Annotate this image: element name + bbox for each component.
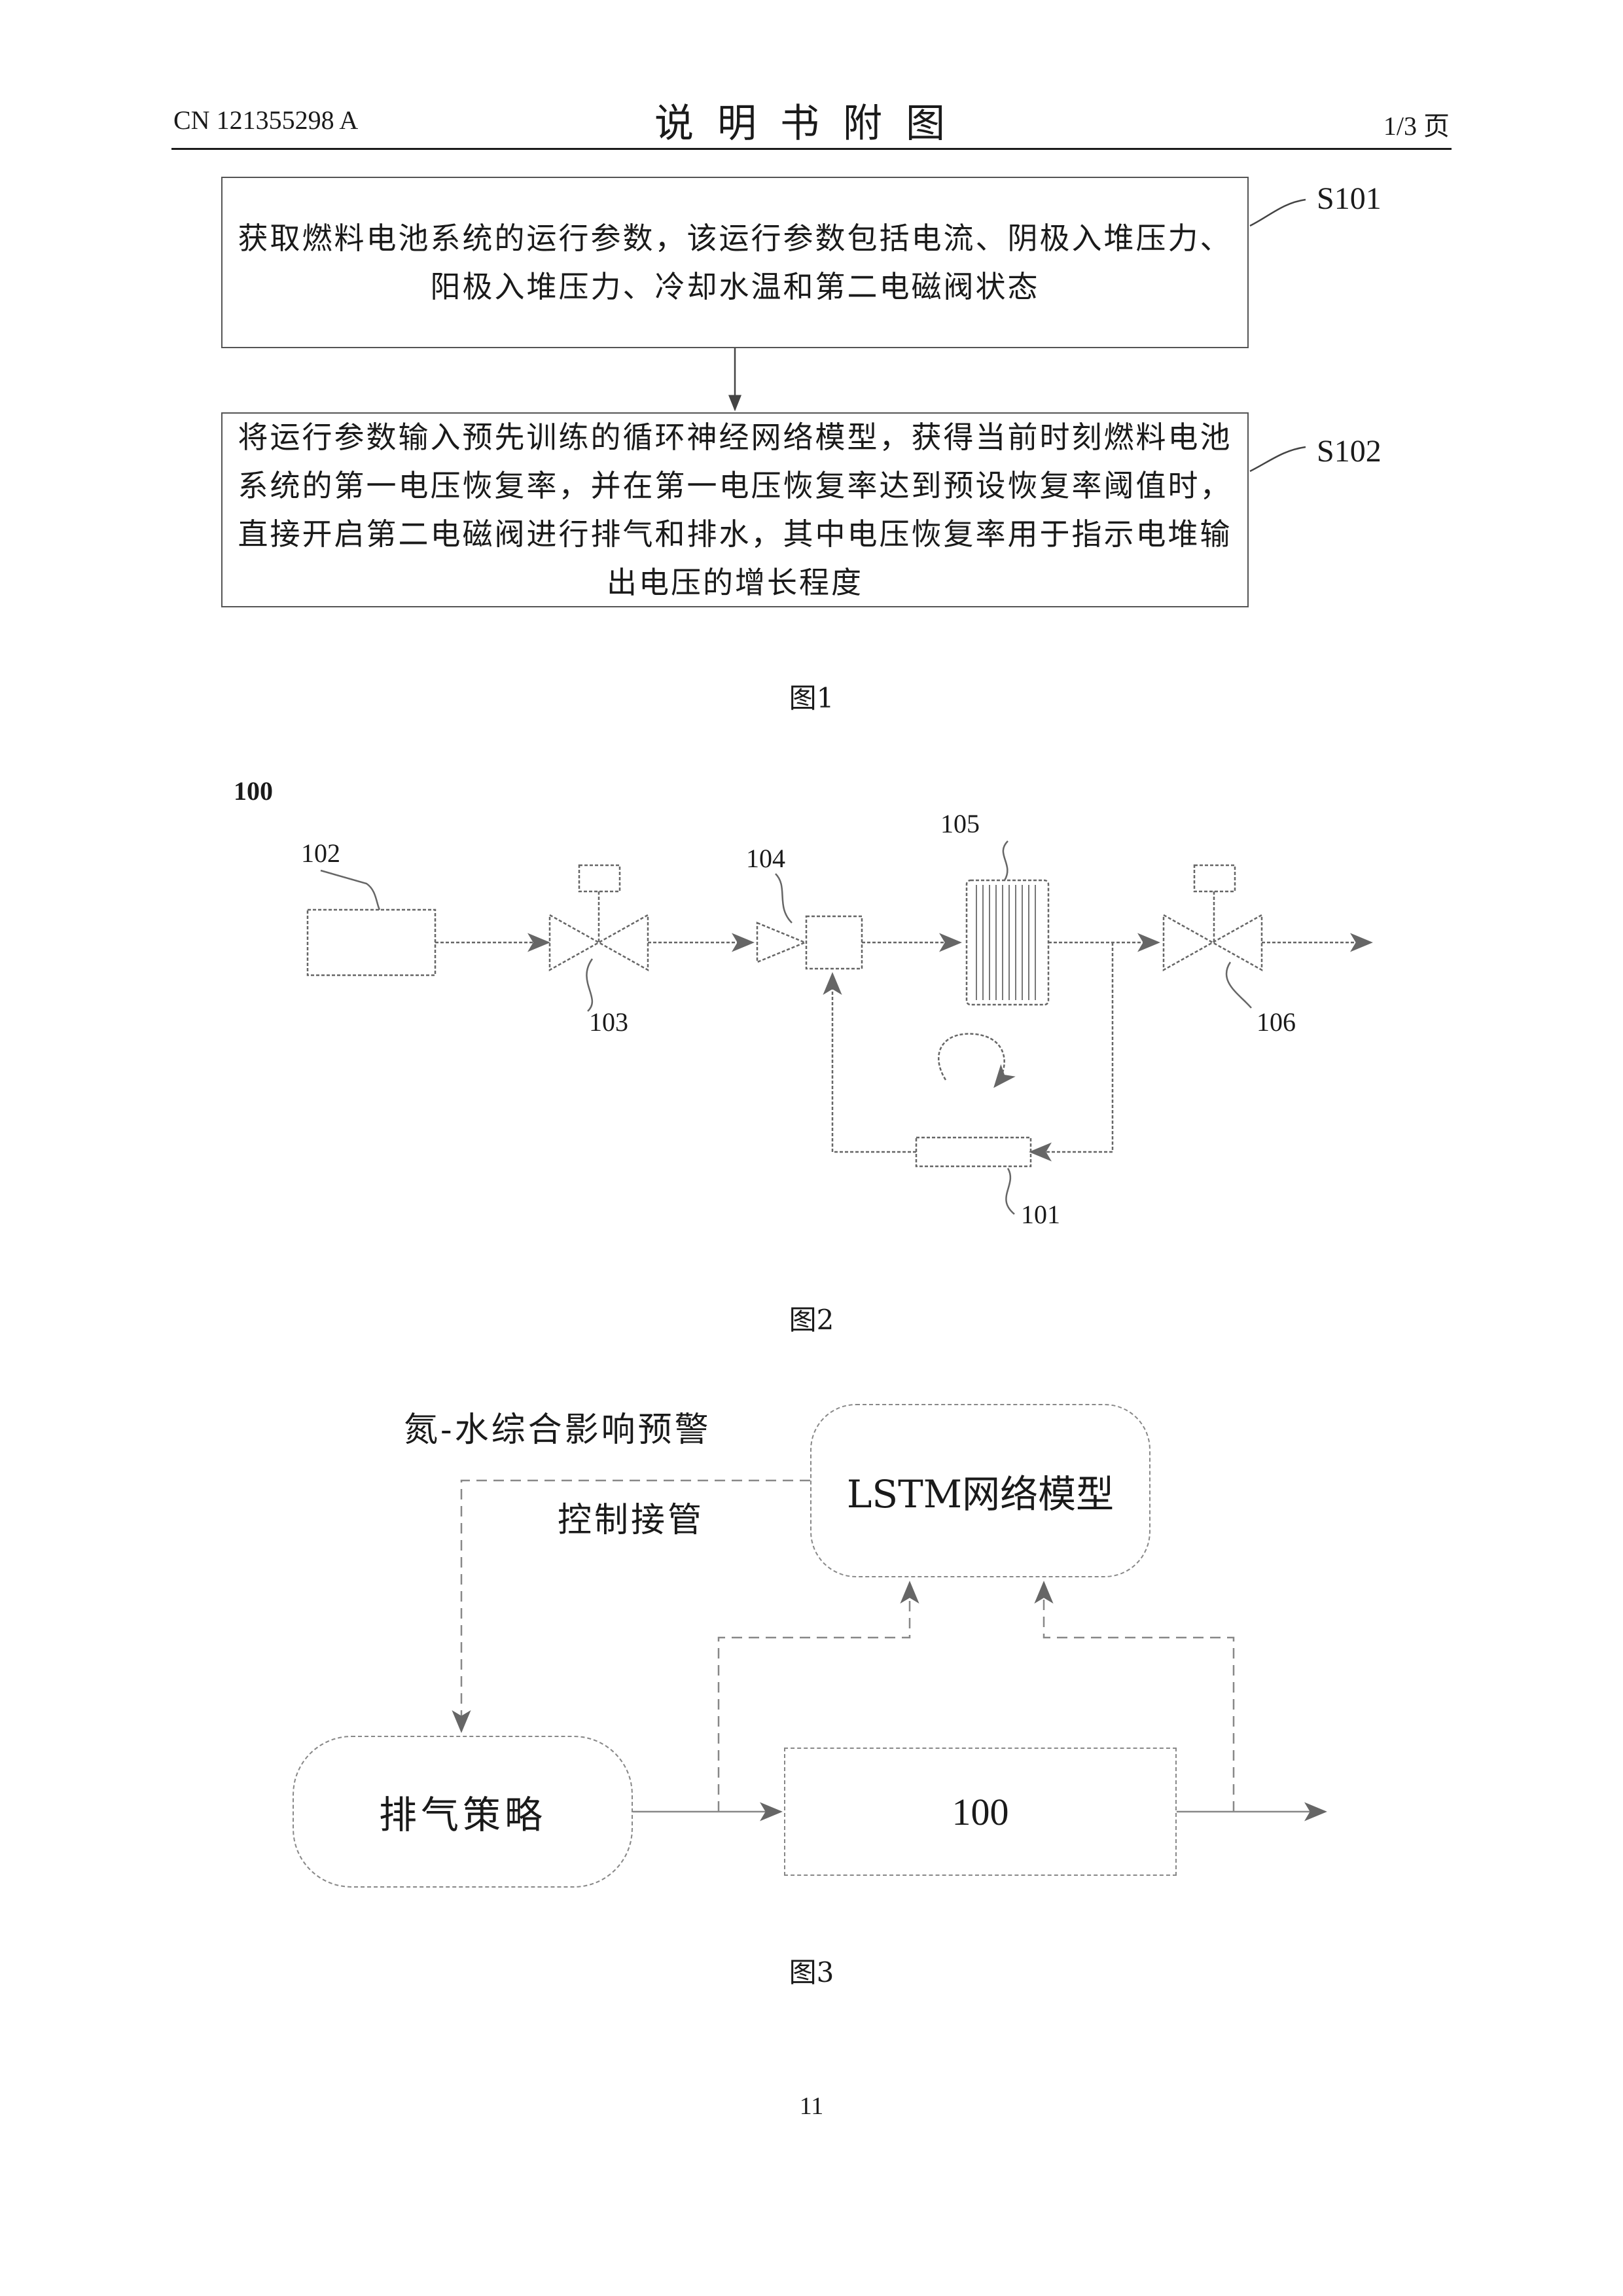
component-101-label: 101 — [1021, 1199, 1060, 1230]
ejector-104 — [757, 874, 805, 962]
valve-106 — [1164, 865, 1262, 1008]
figure1-caption: 图1 — [0, 676, 1623, 716]
step-s101-label: S101 — [1317, 181, 1382, 217]
s102-leader — [1250, 447, 1306, 471]
lstm-model-box: LSTM网络模型 — [810, 1404, 1150, 1577]
figure2-caption: 图2 — [0, 1298, 1623, 1338]
stack-105 — [967, 841, 1048, 1005]
system-label: 100 — [234, 776, 273, 806]
step-s102-box: 将运行参数输入预先训练的循环神经网络模型，获得当前时刻燃料电池系统的第一电压恢复… — [221, 412, 1249, 607]
lstm-model-label: LSTM网络模型 — [847, 1463, 1114, 1518]
component-102-box — [308, 910, 435, 975]
component-105-label: 105 — [940, 808, 980, 839]
mixer-box — [806, 916, 862, 969]
circulation-arrow — [938, 1034, 1004, 1086]
component-103-label: 103 — [589, 1007, 628, 1037]
page-number: 11 — [0, 2092, 1623, 2121]
component-106-label: 106 — [1257, 1007, 1296, 1037]
step-s101-text: 获取燃料电池系统的运行参数，该运行参数包括电流、阴极入堆压力、阳极入堆压力、冷却… — [236, 214, 1234, 311]
takeover-label: 控制接管 — [558, 1492, 704, 1541]
leader-102 — [321, 870, 380, 910]
component-102-label: 102 — [301, 838, 340, 869]
component-104-label: 104 — [746, 843, 785, 874]
system-box-label: 100 — [952, 1790, 1009, 1834]
system-box: 100 — [784, 1748, 1177, 1876]
valve-103 — [550, 865, 648, 1011]
exhaust-strategy-label: 排气策略 — [379, 1784, 546, 1839]
step-s101-box: 获取燃料电池系统的运行参数，该运行参数包括电流、阴极入堆压力、阳极入堆压力、冷却… — [221, 177, 1249, 348]
exhaust-strategy-box: 排气策略 — [293, 1736, 633, 1888]
step-s102-label: S102 — [1317, 433, 1382, 469]
step-s102-text: 将运行参数输入预先训练的循环神经网络模型，获得当前时刻燃料电池系统的第一电压恢复… — [236, 413, 1234, 607]
warning-label: 氮-水综合影响预警 — [404, 1402, 711, 1451]
s101-leader — [1250, 200, 1306, 226]
pump-101 — [916, 1138, 1031, 1166]
figure3-caption: 图3 — [0, 1950, 1623, 1990]
fig2-schematic — [308, 841, 1371, 1214]
